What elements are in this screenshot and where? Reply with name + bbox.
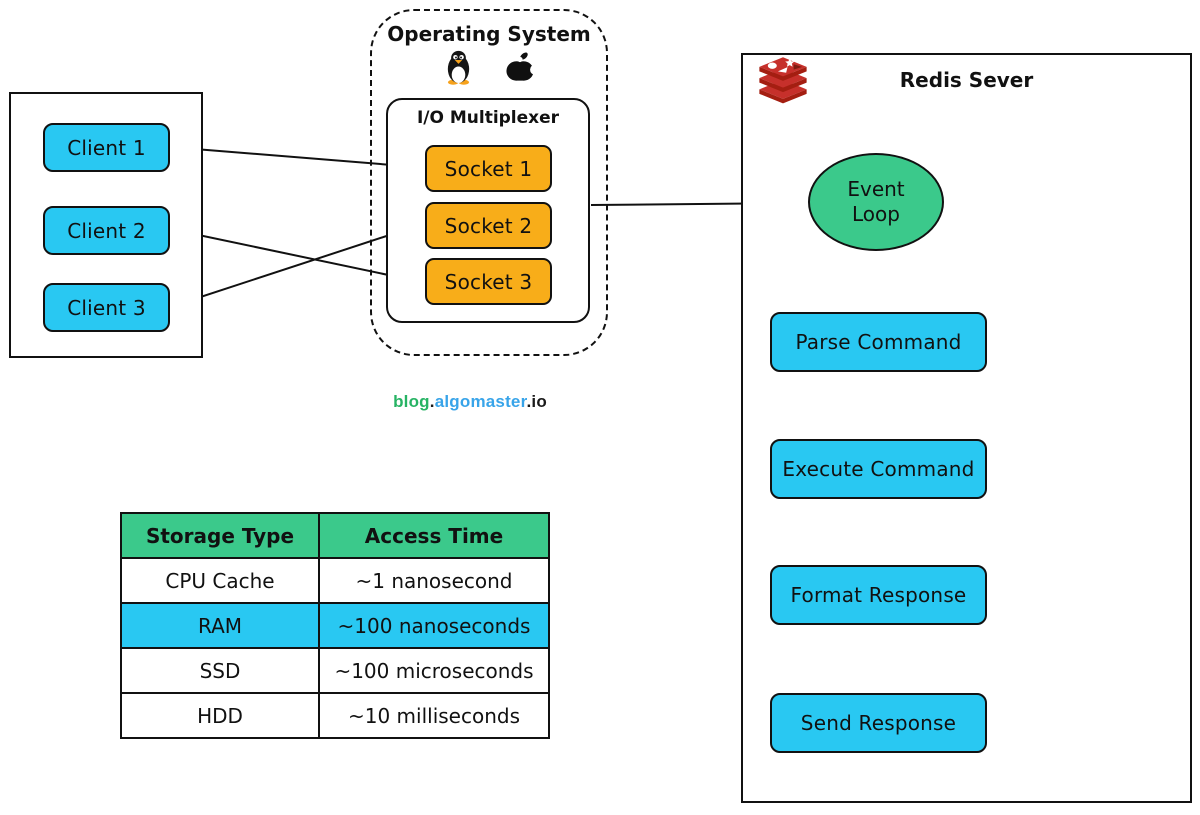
format-response-node: Format Response bbox=[770, 565, 987, 625]
cell-storage-type: HDD bbox=[120, 692, 320, 739]
table-header-row: Storage Type Access Time bbox=[120, 512, 550, 559]
cell-storage-type: CPU Cache bbox=[120, 557, 320, 604]
linux-tux-icon bbox=[443, 50, 474, 89]
event-loop-label-line1: Event bbox=[847, 177, 905, 201]
operating-system-panel bbox=[370, 9, 608, 356]
client-3-node: Client 3 bbox=[43, 283, 170, 332]
io-multiplexer-title: I/O Multiplexer bbox=[416, 108, 560, 128]
apple-logo-icon bbox=[504, 50, 541, 89]
socket-3-node: Socket 3 bbox=[425, 258, 552, 305]
cell-access-time: ~1 nanosecond bbox=[318, 557, 550, 604]
client-2-node: Client 2 bbox=[43, 206, 170, 255]
redis-server-title: Redis Sever bbox=[899, 68, 1034, 92]
os-icons-row bbox=[370, 50, 608, 89]
parse-command-node: Parse Command bbox=[770, 312, 987, 372]
header-access-time: Access Time bbox=[318, 512, 550, 559]
event-loop-label-line2: Loop bbox=[852, 202, 900, 226]
watermark: blog.algomaster.io bbox=[340, 392, 600, 412]
storage-table: Storage Type Access Time CPU Cache ~1 na… bbox=[120, 512, 550, 739]
cell-access-time: ~10 milliseconds bbox=[318, 692, 550, 739]
cell-access-time: ~100 nanoseconds bbox=[318, 602, 550, 649]
event-loop-node: Event Loop bbox=[808, 153, 944, 251]
table-row-ram: RAM ~100 nanoseconds bbox=[120, 602, 550, 649]
socket-2-node: Socket 2 bbox=[425, 202, 552, 249]
cell-storage-type: SSD bbox=[120, 647, 320, 694]
operating-system-title: Operating System bbox=[387, 22, 591, 46]
socket-1-node: Socket 1 bbox=[425, 145, 552, 192]
redis-server-panel bbox=[741, 53, 1192, 803]
cell-storage-type: RAM bbox=[120, 602, 320, 649]
watermark-dot1: . bbox=[429, 392, 435, 411]
execute-command-node: Execute Command bbox=[770, 439, 987, 499]
header-storage-type: Storage Type bbox=[120, 512, 320, 559]
table-row-hdd: HDD ~10 milliseconds bbox=[120, 692, 550, 739]
send-response-node: Send Response bbox=[770, 693, 987, 753]
watermark-site: algomaster bbox=[434, 392, 527, 411]
watermark-blog: blog bbox=[393, 392, 430, 411]
watermark-tld: io bbox=[531, 392, 547, 411]
client-1-node: Client 1 bbox=[43, 123, 170, 172]
cell-access-time: ~100 microseconds bbox=[318, 647, 550, 694]
table-row-ssd: SSD ~100 microseconds bbox=[120, 647, 550, 694]
watermark-dot2: . bbox=[526, 392, 532, 411]
table-row-cpu-cache: CPU Cache ~1 nanosecond bbox=[120, 557, 550, 604]
redis-logo-icon bbox=[756, 56, 810, 108]
